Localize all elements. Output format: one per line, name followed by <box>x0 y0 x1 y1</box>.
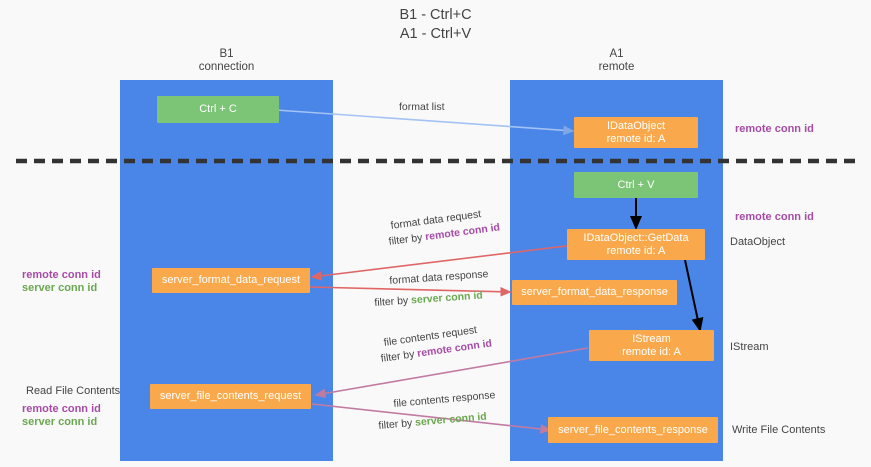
edge-label-file-contents-response-filter: filter by server conn id <box>378 411 487 433</box>
edge-label-format-data-response-line1: format data response <box>389 268 489 287</box>
box-getdata-line2: remote id: A <box>606 244 666 257</box>
filter-prefix: filter by <box>378 416 416 432</box>
column-header-b1: B1 connection <box>120 48 333 74</box>
title-line-2: A1 - Ctrl+V <box>399 26 472 42</box>
annotation-remote-conn-id-top: remote conn id <box>735 123 814 135</box>
annotation-read-file-contents: Read File Contents <box>26 385 121 397</box>
column-header-a1: A1 remote <box>510 48 723 74</box>
column-header-b1-role: connection <box>198 61 255 73</box>
column-header-a1-role: remote <box>598 61 635 73</box>
box-server-file-contents-response-label: server_file_contents_response <box>558 423 708 436</box>
box-ctrl-v[interactable]: Ctrl + V <box>574 172 698 198</box>
annotation-left-server-conn-id: server conn id <box>22 282 98 294</box>
box-istream[interactable]: IStream remote id: A <box>589 330 714 361</box>
box-ctrl-v-label: Ctrl + V <box>617 178 655 191</box>
diagram-title: B1 - Ctrl+C A1 - Ctrl+V <box>0 6 871 44</box>
box-idataobject-line2: remote id: A <box>606 132 666 145</box>
title-line-1: B1 - Ctrl+C <box>399 7 472 23</box>
box-server-format-data-response-label: server_format_data_response <box>521 286 668 298</box>
annotation-write-file-contents: Write File Contents <box>732 424 826 436</box>
edge-label-format-data-response: format data response <box>389 268 489 288</box>
filter-key-server-conn-id: server conn id <box>414 410 488 429</box>
box-getdata-line1: IDataObject::GetData <box>583 231 689 244</box>
annotation-left-remote-conn-id-2: remote conn id <box>22 403 101 415</box>
box-server-file-contents-request[interactable]: server_file_contents_request <box>150 384 311 409</box>
edge-label-file-contents-response-line1: file contents response <box>393 389 496 410</box>
annotation-istream: IStream <box>730 341 769 353</box>
box-idataobject-line1: IDataObject <box>606 119 666 132</box>
box-server-format-data-response[interactable]: server_format_data_response <box>512 280 677 305</box>
filter-prefix: filter by <box>374 294 412 309</box>
annotation-left-server-conn-id-2: server conn id <box>22 416 98 428</box>
box-idataobject[interactable]: IDataObject remote id: A <box>574 117 698 148</box>
box-istream-line2: remote id: A <box>622 345 681 358</box>
box-istream-line1: IStream <box>632 332 671 345</box>
box-server-file-contents-request-label: server_file_contents_request <box>159 390 302 402</box>
filter-prefix: filter by <box>380 347 419 365</box>
edge-label-file-contents-response: file contents response <box>393 389 496 411</box>
annotation-dataobject: DataObject <box>730 236 786 248</box>
box-idataobject-getdata[interactable]: IDataObject::GetData remote id: A <box>567 229 705 260</box>
edge-label-format-data-response-filter: filter by server conn id <box>374 289 483 310</box>
filter-prefix: filter by <box>388 231 427 248</box>
column-header-b1-name: B1 <box>219 48 234 60</box>
annotation-left-remote-conn-id: remote conn id <box>22 269 101 281</box>
box-server-format-data-request-label: server_format_data_request <box>161 274 301 286</box>
box-ctrl-c-label: Ctrl + C <box>199 103 237 115</box>
annotation-remote-conn-id-mid: remote conn id <box>735 211 814 223</box>
column-header-a1-name: A1 <box>609 48 624 60</box>
box-ctrl-c[interactable]: Ctrl + C <box>157 96 279 123</box>
box-server-format-data-request[interactable]: server_format_data_request <box>152 268 310 293</box>
edge-label-format-list: format list <box>399 101 445 113</box>
box-server-file-contents-response[interactable]: server_file_contents_response <box>548 417 718 443</box>
filter-key-server-conn-id: server conn id <box>410 289 484 307</box>
